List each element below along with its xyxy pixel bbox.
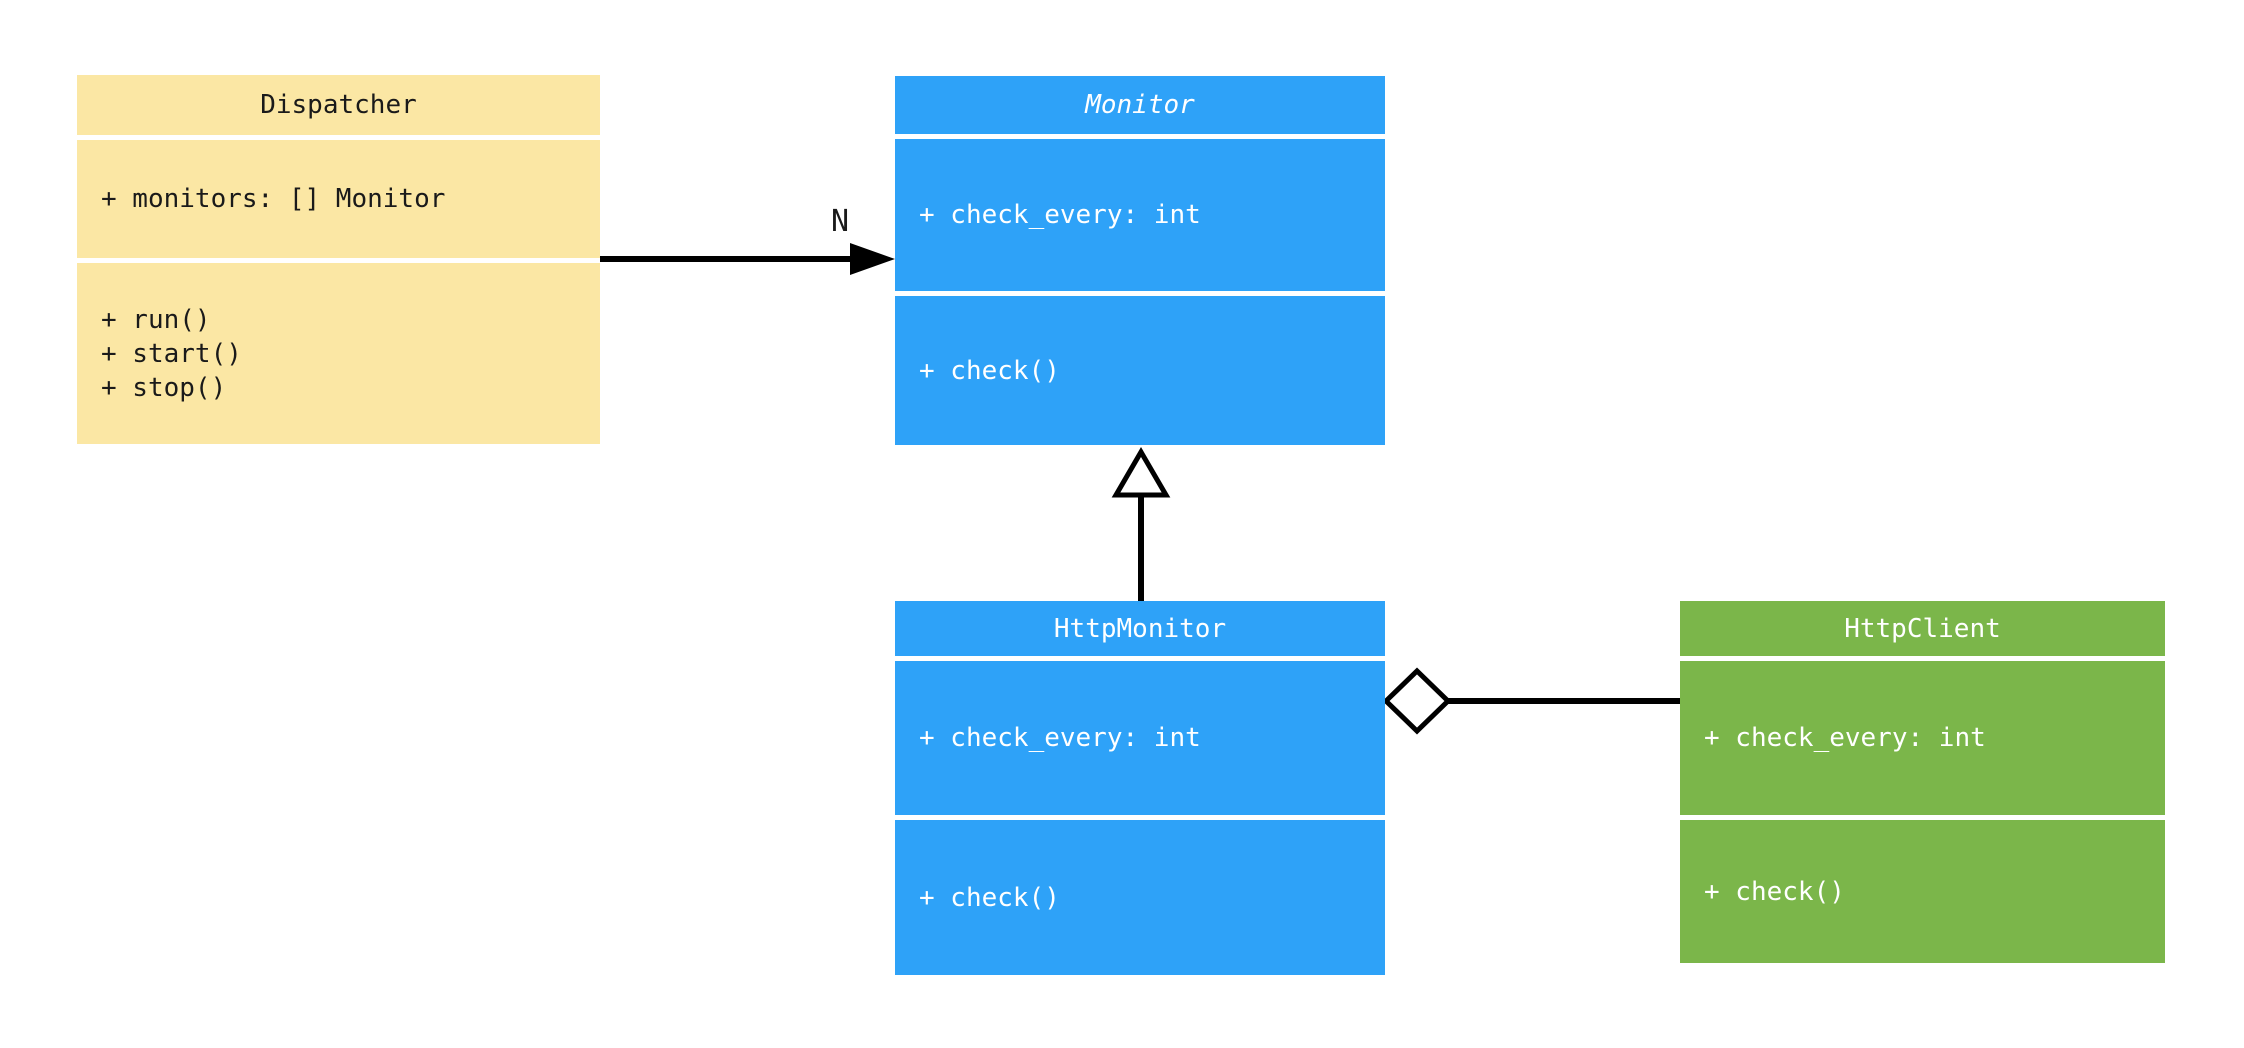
association-multiplicity-label: N [830, 204, 850, 239]
class-methods-section: + check() [1680, 820, 2165, 963]
aggregation-hollow-diamond-icon [1382, 667, 1452, 735]
class-title-bar: Dispatcher [77, 75, 600, 135]
class-httpclient: HttpClient + check_every: int + check() [1680, 601, 2165, 963]
class-attributes-section: + check_every: int [1680, 661, 2165, 815]
class-name: Dispatcher [260, 90, 417, 120]
attribute: + monitors: [] Monitor [101, 184, 446, 214]
class-monitor: Monitor + check_every: int + check() [895, 76, 1385, 445]
class-methods-section: + check() [895, 296, 1385, 445]
class-name: HttpMonitor [1053, 613, 1227, 644]
method: + start() [101, 338, 242, 369]
class-attributes-section: + check_every: int [895, 139, 1385, 291]
method: + check() [919, 882, 1060, 913]
attribute: + check_every: int [919, 200, 1201, 230]
class-name: Monitor [1085, 90, 1195, 120]
class-title-bar: HttpMonitor [895, 601, 1385, 656]
attribute: + check_every: int [919, 723, 1201, 753]
inheritance-hollow-triangle-icon [1111, 447, 1171, 498]
method: + check() [1704, 876, 1845, 907]
method: + stop() [101, 372, 227, 403]
class-dispatcher: Dispatcher + monitors: [] Monitor + run(… [77, 75, 600, 444]
method: + check() [919, 355, 1060, 386]
class-methods-section: + run() + start() + stop() [77, 263, 600, 444]
class-title-bar: HttpClient [1680, 601, 2165, 656]
method: + run() [101, 304, 211, 335]
class-httpmonitor: HttpMonitor + check_every: int + check() [895, 601, 1385, 975]
class-name: HttpClient [1844, 613, 2001, 644]
class-attributes-section: + check_every: int [895, 661, 1385, 815]
attribute: + check_every: int [1704, 723, 1986, 753]
class-methods-section: + check() [895, 820, 1385, 975]
association-filled-arrowhead-icon [850, 243, 895, 275]
class-attributes-section: + monitors: [] Monitor [77, 140, 600, 258]
class-title-bar: Monitor [895, 76, 1385, 134]
